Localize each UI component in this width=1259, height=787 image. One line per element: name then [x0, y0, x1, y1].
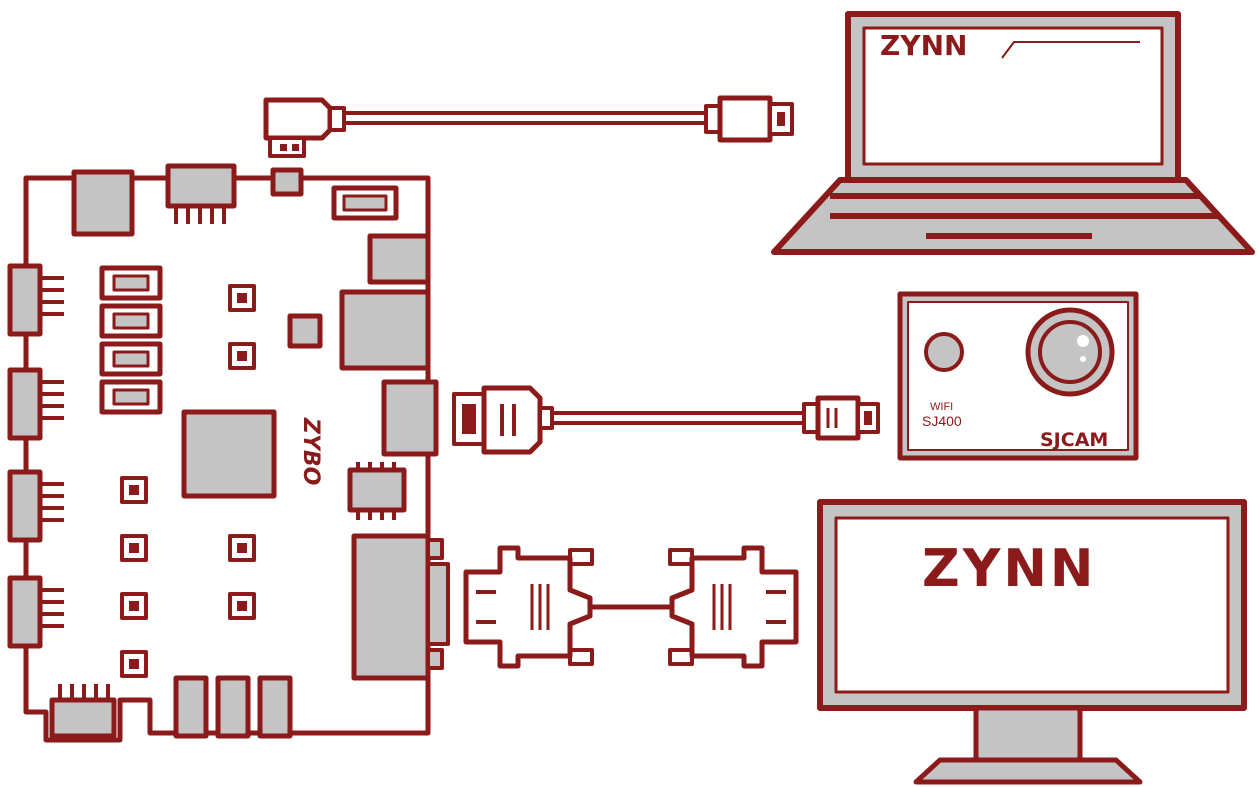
usb-bottom-3	[257, 675, 293, 739]
power-switch-slider	[342, 194, 388, 212]
zybo-board	[7, 163, 450, 743]
laptop-screen-accent-line	[1001, 41, 1140, 59]
laptop-screen-logo: ZYNN	[880, 29, 967, 62]
usb-plug-boot-left	[328, 106, 346, 132]
top-header-pins	[174, 206, 226, 224]
vga-port-tab-top	[426, 538, 444, 560]
vga-right-shell	[669, 545, 799, 669]
usb-port	[270, 167, 304, 197]
usb-bottom-2	[215, 675, 251, 739]
hdmi-cable	[452, 385, 880, 455]
vga-left-shell	[463, 545, 593, 669]
vga-left-screw-top	[568, 548, 594, 566]
monitor-stand	[913, 757, 1143, 785]
usb-bottom-1	[173, 675, 209, 739]
camera-model-line2: SJ400	[922, 413, 962, 429]
laptop-screen	[862, 26, 1164, 166]
hdmi-port	[381, 379, 439, 457]
audio-jack	[367, 233, 431, 285]
monitor-screen-logo: ZYNN	[922, 539, 1096, 599]
ethernet-port	[339, 289, 431, 371]
memory-chip-pins	[356, 462, 396, 520]
hdmi-plug-boot	[538, 406, 554, 430]
bottom-header	[49, 697, 117, 739]
micro-usb-plug-body	[263, 97, 333, 141]
camera	[897, 291, 1139, 461]
camera-brand: SJCAM	[1040, 429, 1108, 451]
pmod-headers	[7, 263, 64, 649]
memory-chip	[347, 467, 407, 513]
vga-right-screw-bottom	[668, 648, 694, 666]
bottom-header-pins	[58, 684, 110, 700]
monitor	[817, 499, 1247, 785]
camera-lens-inner	[1038, 320, 1102, 384]
camera-lens-glint	[1077, 335, 1089, 347]
usb-a-plug-body	[717, 95, 773, 143]
monitor-screen	[834, 516, 1230, 694]
zynq-soc-chip	[181, 409, 277, 499]
vga-right-screw-top	[668, 548, 694, 566]
push-buttons	[120, 284, 256, 678]
monitor-neck	[973, 705, 1083, 763]
camera-button	[924, 332, 964, 372]
vga-cable	[463, 545, 799, 669]
board-label: ZYBO	[298, 417, 323, 485]
camera-model-line1: WIFI	[930, 401, 953, 413]
vga-left-screw-bottom	[568, 648, 594, 666]
usb-cable	[263, 95, 794, 158]
vga-port	[351, 533, 431, 681]
micro-hdmi-body	[815, 395, 861, 441]
vga-port-tab-bottom	[426, 648, 444, 670]
small-chip	[287, 313, 323, 349]
slide-switches	[99, 265, 163, 415]
top-chip-a	[71, 169, 135, 237]
top-header-chip	[165, 163, 237, 209]
vga-port-flange	[426, 562, 450, 646]
laptop	[771, 11, 1255, 255]
